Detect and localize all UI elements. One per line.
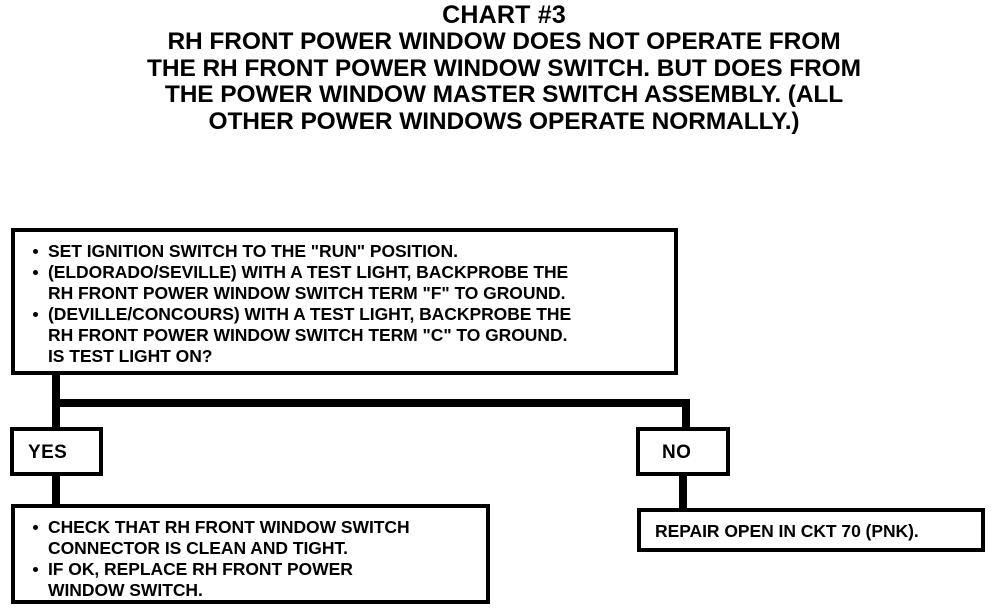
connector-drop-to-yes [52,399,60,429]
yes-action-bullet-2: IF OK, REPLACE RH FRONT POWER WINDOW SWI… [32,559,486,601]
branch-box-yes: YES [10,427,103,476]
branch-box-no: NO [636,427,730,476]
decision-bullet-3: (DEVILLE/CONCOURS) WITH A TEST LIGHT, BA… [32,304,674,367]
chart-subtitle-line-3: THE POWER WINDOW MASTER SWITCH ASSEMBLY.… [164,81,844,108]
yes-action-bullet-1: CHECK THAT RH FRONT WINDOW SWITCH CONNEC… [32,517,486,559]
connector-drop-to-no [682,399,690,429]
decision-box: SET IGNITION SWITCH TO THE "RUN" POSITIO… [11,228,678,375]
chart-subtitle-line-2: THE RH FRONT POWER WINDOW SWITCH. BUT DO… [147,54,861,82]
decision-bullet-2: (ELDORADO/SEVILLE) WITH A TEST LIGHT, BA… [32,262,674,304]
no-action-text: REPAIR OPEN IN CKT 70 (PNK). [655,521,919,541]
action-box-yes: CHECK THAT RH FRONT WINDOW SWITCH CONNEC… [11,504,490,604]
branch-label-no: NO [662,442,692,463]
yes-action-bullet-list: CHECK THAT RH FRONT WINDOW SWITCH CONNEC… [32,517,486,601]
branch-label-yes: YES [28,442,68,463]
connector-decision-stem [52,374,60,404]
title-block: CHART #3 RH FRONT POWER WINDOW DOES NOT … [0,2,1008,135]
connector-horizontal-bar [52,399,690,407]
connector-no-to-action-box [679,474,687,510]
chart-heading: CHART #3 [442,1,566,29]
action-box-no: REPAIR OPEN IN CKT 70 (PNK). [637,508,985,552]
connector-yes-to-action-box [52,474,60,506]
decision-bullet-1: SET IGNITION SWITCH TO THE "RUN" POSITIO… [32,241,674,262]
chart-subtitle-line-4: OTHER POWER WINDOWS OPERATE NORMALLY.) [208,107,800,135]
decision-bullet-list: SET IGNITION SWITCH TO THE "RUN" POSITIO… [32,241,674,367]
chart-subtitle-line-1: RH FRONT POWER WINDOW DOES NOT OPERATE F… [167,28,841,55]
